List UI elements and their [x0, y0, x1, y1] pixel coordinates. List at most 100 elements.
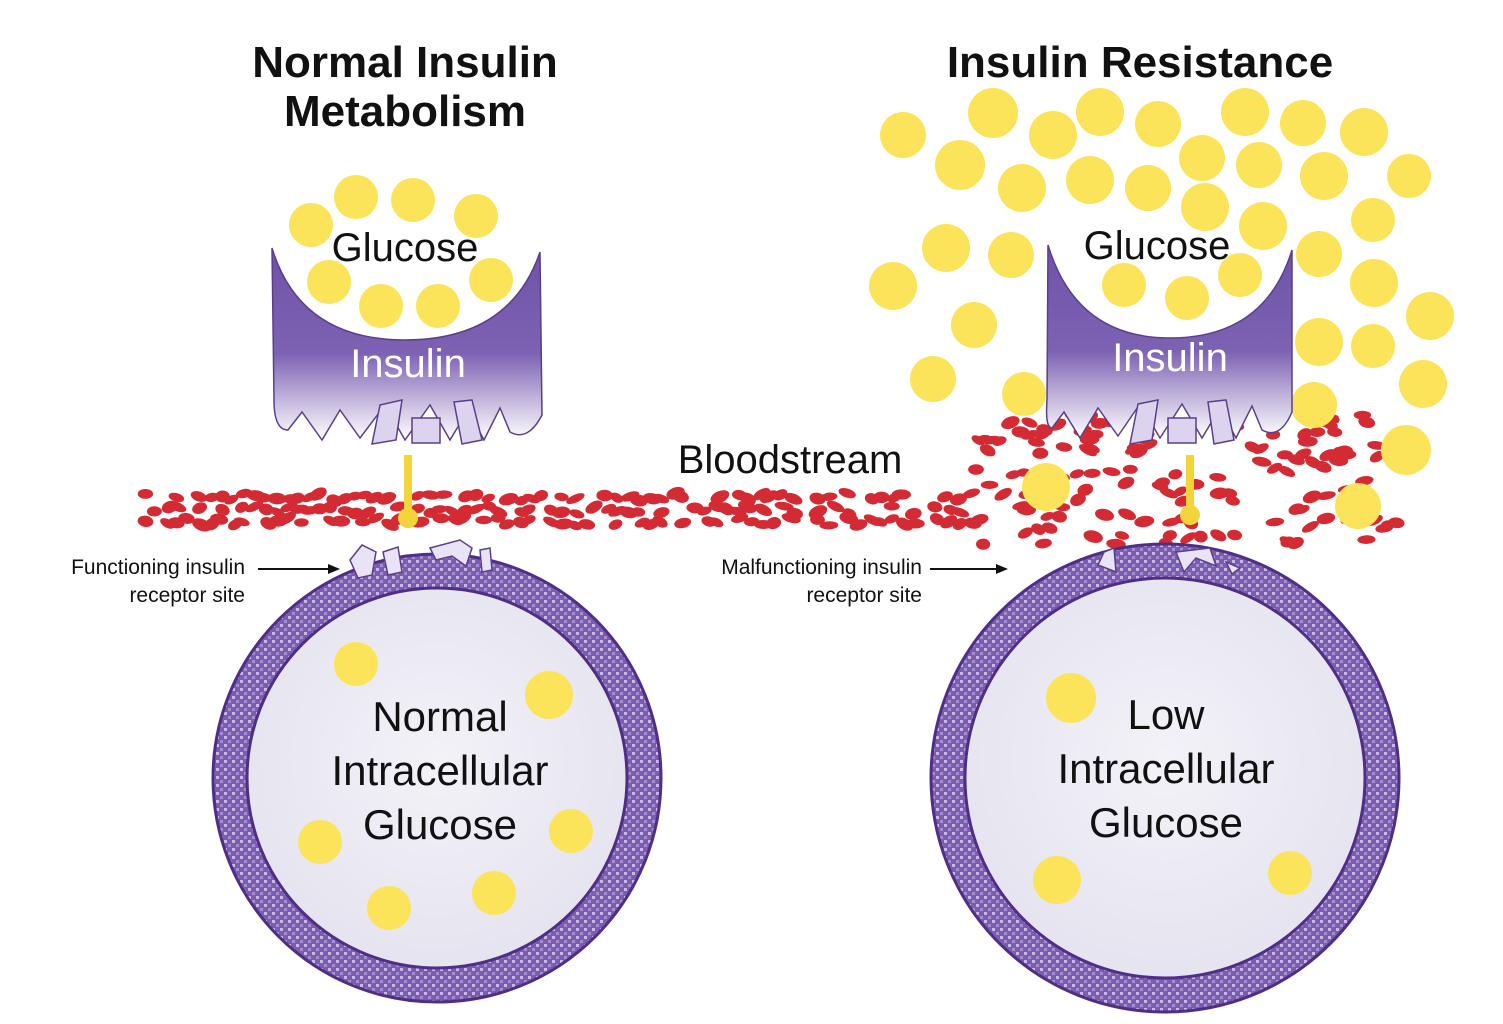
red-blood-cell: [968, 464, 984, 475]
red-blood-cell: [754, 503, 773, 516]
resistance-cell-line1: Low: [1127, 691, 1205, 738]
arrow-head: [996, 564, 1008, 574]
intracellular-glucose: [334, 642, 378, 686]
red-blood-cell: [970, 513, 989, 526]
red-blood-cell: [1122, 464, 1138, 474]
cell-resistance: [929, 542, 1401, 1014]
bloodstream-label: Bloodstream: [677, 438, 903, 482]
red-blood-cell: [979, 444, 996, 457]
red-blood-cell: [1077, 483, 1094, 496]
red-blood-cell: [1210, 529, 1227, 542]
insulin-molecule-normal: [271, 247, 543, 528]
red-blood-cell: [1117, 476, 1135, 490]
glucose-molecule: [391, 178, 435, 222]
glucose-molecule: [307, 260, 351, 304]
red-blood-cell: [490, 513, 506, 523]
red-blood-cell: [294, 518, 309, 527]
red-blood-cell: [809, 492, 826, 505]
red-blood-cell: [377, 492, 397, 505]
red-blood-cell: [489, 505, 508, 518]
red-blood-cell: [1297, 428, 1312, 441]
red-blood-cell: [697, 506, 712, 516]
red-blood-cell: [434, 490, 453, 499]
red-blood-cell: [950, 507, 970, 518]
red-blood-cell: [1083, 468, 1101, 478]
red-blood-cell: [773, 489, 788, 501]
red-blood-cell: [431, 505, 448, 514]
glucose-label-normal: Glucose: [331, 226, 479, 270]
red-blood-cell: [1095, 508, 1114, 521]
red-blood-cell: [819, 521, 839, 530]
resistance-cell-line3: Glucose: [1088, 798, 1244, 846]
red-blood-cell: [608, 519, 623, 530]
excess-glucose-molecule: [1066, 156, 1114, 204]
excess-glucose-molecule: [880, 112, 926, 158]
red-blood-cell: [1032, 447, 1049, 459]
resistance-cell-line2: Intracellular: [1057, 744, 1275, 792]
functioning-receptor-line1: Functioning insulin: [71, 556, 245, 579]
intracellular-glucose: [525, 671, 573, 719]
intracellular-glucose: [1268, 851, 1312, 895]
red-blood-cell: [146, 506, 162, 517]
excess-glucose-molecule: [1350, 259, 1398, 307]
red-blood-cell: [808, 505, 828, 519]
functioning-receptors: [349, 539, 493, 579]
red-blood-cell: [1251, 456, 1272, 467]
functioning-receptor-label: Functioning insulin receptor site: [0, 554, 245, 611]
intracellular-glucose: [367, 886, 411, 930]
normal-panel: [211, 175, 663, 1004]
red-blood-cell: [1369, 450, 1385, 463]
normal-cell-label: Normal Intracellular Glucose: [290, 690, 590, 851]
red-blood-cell: [1316, 491, 1336, 500]
red-blood-cell: [927, 501, 943, 513]
red-blood-cell: [1021, 417, 1038, 428]
red-blood-cell: [1041, 522, 1058, 534]
insulin-shape: [1045, 244, 1293, 440]
red-blood-cell: [838, 487, 856, 499]
red-blood-cell: [1209, 473, 1227, 482]
red-blood-cell: [781, 513, 801, 524]
red-blood-cell: [883, 501, 900, 511]
excess-glucose-molecule: [910, 356, 956, 402]
excess-glucose-molecule: [1239, 202, 1287, 250]
excess-glucose-molecule: [1399, 360, 1447, 408]
red-blood-cell: [839, 512, 859, 525]
excess-glucose-molecule: [1029, 111, 1077, 159]
red-blood-cell: [884, 514, 899, 524]
resistance-cell-label: Low Intracellular Glucose: [1016, 688, 1316, 849]
red-blood-cell: [1314, 460, 1332, 473]
red-blood-cell: [1017, 527, 1033, 539]
intracellular-glucose: [1033, 856, 1081, 904]
normal-cell-line2: Intracellular: [331, 746, 549, 794]
red-blood-cell: [1001, 416, 1020, 430]
red-blood-cell: [974, 434, 991, 445]
red-blood-cell: [1079, 433, 1100, 445]
red-blood-cell: [1070, 493, 1086, 507]
red-blood-cell: [569, 509, 585, 519]
red-blood-cell: [566, 493, 585, 505]
insulin-receptor-keys: [371, 399, 483, 445]
excess-glucose-molecule: [1340, 108, 1388, 156]
red-blood-cell: [1357, 535, 1376, 545]
red-blood-cell: [215, 503, 230, 516]
red-blood-cell: [432, 513, 450, 524]
insulin-molecule-resistance: [1045, 244, 1293, 525]
excess-glucose-molecule: [1076, 88, 1124, 136]
red-blood-cell: [444, 505, 462, 518]
red-blood-cell: [1388, 517, 1405, 529]
red-blood-cell: [1162, 517, 1181, 527]
cell-normal: [211, 539, 663, 1004]
glucose-molecule: [469, 258, 513, 302]
excess-glucose-molecule: [1351, 198, 1395, 242]
red-blood-cell: [410, 491, 425, 501]
malfunctioning-receptor-line2: receptor site: [806, 584, 922, 608]
red-blood-cell: [1316, 512, 1336, 525]
arrow-head: [328, 564, 340, 574]
red-blood-cell: [475, 515, 493, 525]
excess-glucose-molecule: [1296, 231, 1342, 277]
red-blood-cell: [1301, 520, 1319, 533]
red-blood-cell: [1327, 427, 1343, 437]
red-blood-cell: [1051, 510, 1067, 523]
red-blood-cell: [1193, 530, 1208, 543]
red-blood-cell: [1309, 427, 1326, 438]
